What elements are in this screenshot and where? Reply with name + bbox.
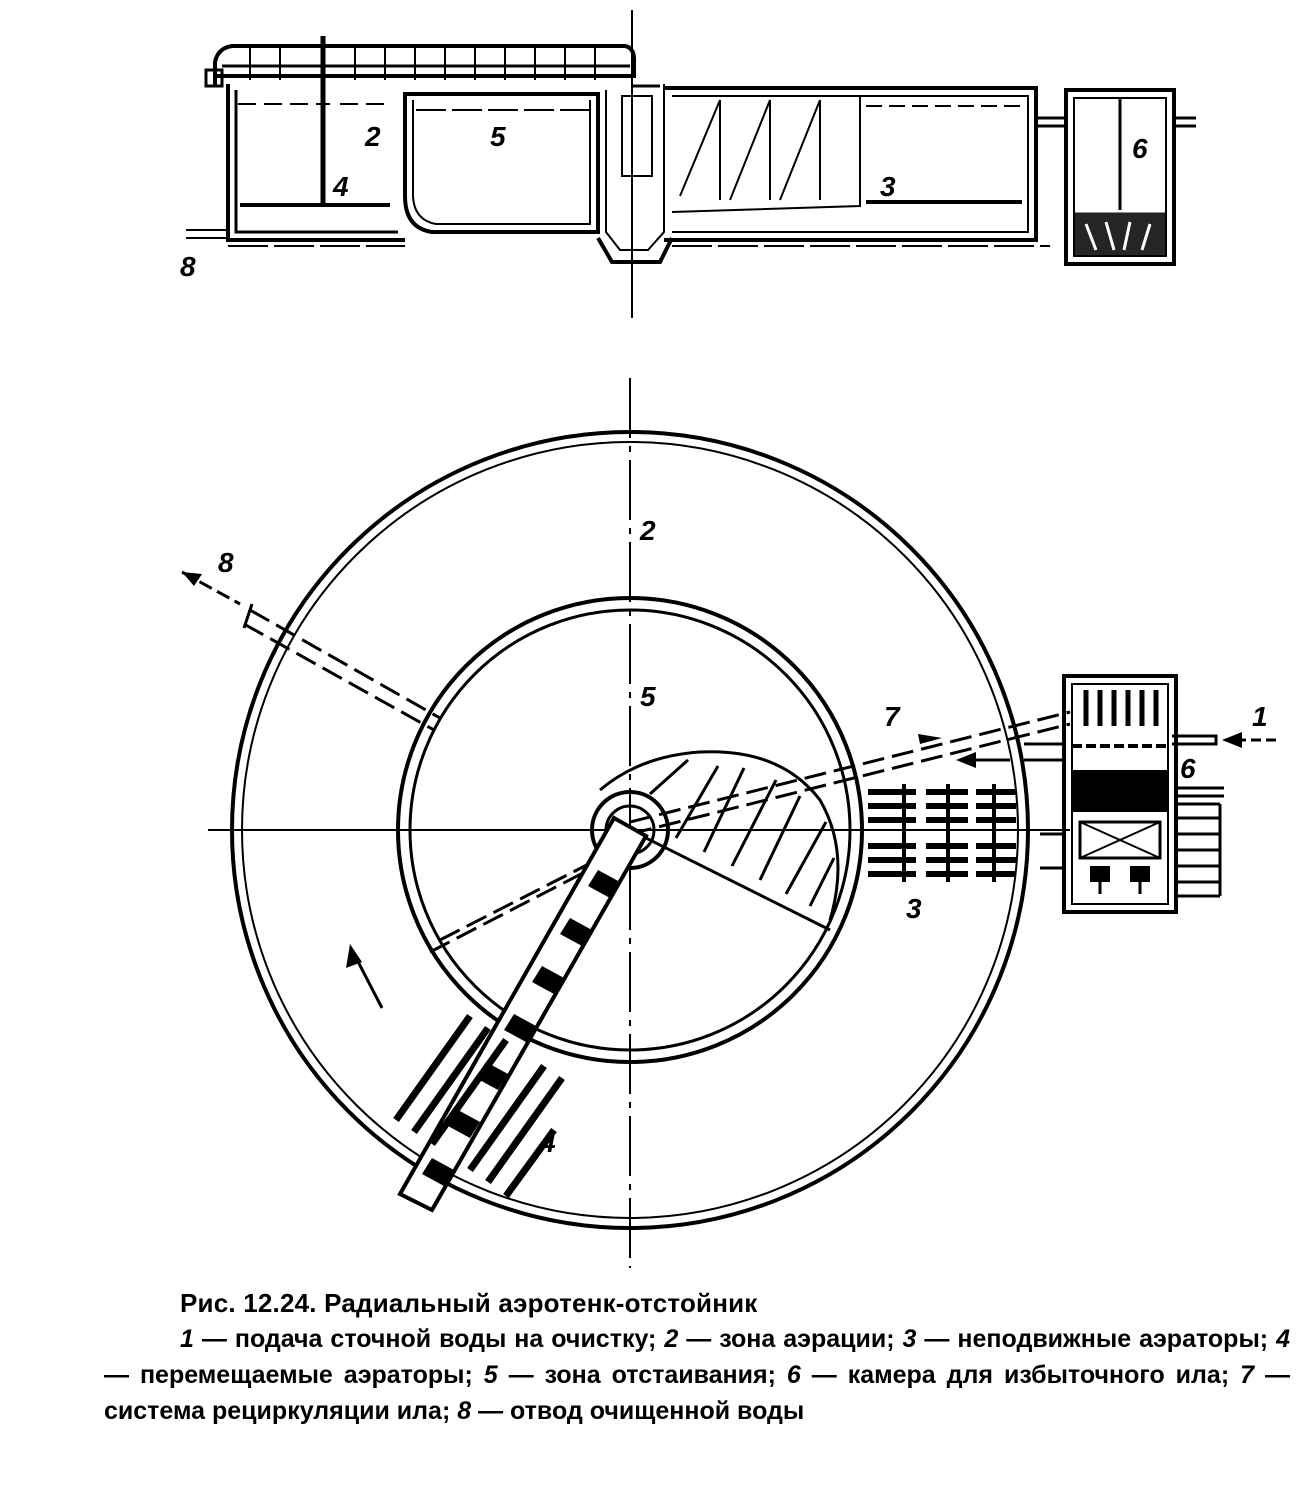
inner-ring (396, 596, 864, 1064)
legend-number: 4 (1276, 1325, 1290, 1353)
legend-text: — камера для избыточного ила; (800, 1361, 1241, 1389)
legend-text: — подача сточной воды на очистку; (193, 1325, 665, 1353)
central-column (596, 236, 674, 264)
legend-number: 7 (1240, 1361, 1255, 1389)
plan-label-2: 2 (639, 515, 656, 546)
section-view (186, 10, 1196, 318)
plan-label-6: 6 (1180, 753, 1196, 784)
aeration-settling-tank-drawing: 2 5 4 3 6 8 (180, 10, 1276, 1268)
plan-label-3: 3 (906, 893, 922, 924)
section-label-2: 2 (364, 121, 381, 152)
caption-legend: 1 — подача сточной воды на очистку; 2 — … (104, 1321, 1290, 1429)
legend-text: — система рециркуляции ила; (104, 1361, 1290, 1425)
plan-label-7: 7 (884, 701, 901, 732)
spiral-scraper (679, 99, 821, 201)
section-label-5: 5 (490, 121, 506, 152)
legend-text: — зона отстаивания; (497, 1361, 787, 1389)
legend-text: — неподвижные аэраторы; (916, 1325, 1277, 1353)
sludge-chamber-section (1064, 88, 1176, 266)
plan-view (181, 378, 1276, 1268)
plan-label-4: 4 (539, 1127, 556, 1158)
central-hub (590, 790, 670, 870)
outer-ring (230, 430, 1030, 1230)
section-label-8: 8 (180, 251, 196, 282)
section-label-6: 6 (1132, 133, 1148, 164)
legend-text: — перемещаемые аэраторы; (104, 1361, 484, 1389)
figure-caption: Рис. 12.24. Радиальный аэротенк-отстойни… (104, 1285, 1290, 1429)
legend-number: 6 (786, 1361, 801, 1389)
legend-number: 1 (180, 1325, 194, 1353)
outer-wall-left (226, 84, 405, 242)
movable-aerator-bridge (393, 815, 649, 1213)
section-label-4: 4 (332, 171, 349, 202)
legend-number: 5 (483, 1361, 498, 1389)
walkway-bridge (204, 44, 637, 88)
legend-number: 2 (664, 1325, 679, 1353)
caption-title: Рис. 12.24. Радиальный аэротенк-отстойни… (180, 1288, 758, 1318)
legend-text: — отвод очищенной воды (471, 1397, 805, 1425)
plan-label-1: 1 (1252, 701, 1268, 732)
section-label-3: 3 (880, 171, 896, 202)
plan-label-8: 8 (218, 547, 234, 578)
fixed-aerators (868, 784, 1016, 882)
effluent-outlet (243, 608, 441, 732)
sludge-chamber-plan (1062, 674, 1178, 914)
legend-number: 3 (902, 1325, 917, 1353)
legend-number: 8 (457, 1397, 472, 1425)
legend-text: — зона аэрации; (678, 1325, 903, 1353)
plan-label-5: 5 (640, 681, 656, 712)
settling-zone-wall (403, 92, 600, 234)
